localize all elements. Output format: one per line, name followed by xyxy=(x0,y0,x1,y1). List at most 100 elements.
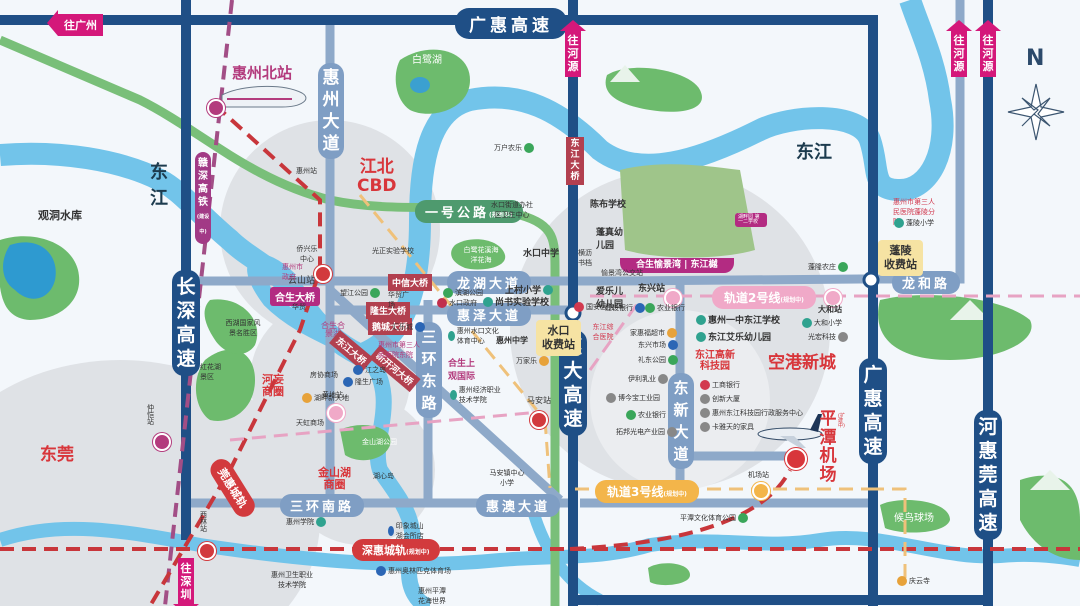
poi-shuikou-health: 水口街道办社区卫生中心 xyxy=(491,201,533,219)
road-sanhuan-south: 三环南路 xyxy=(280,494,365,517)
factory-icon xyxy=(658,374,668,384)
poi-aile2: 东江艾乐幼儿园 xyxy=(696,330,771,343)
park-icon xyxy=(738,513,748,523)
poi-binjiang-park: 滨湖公园 xyxy=(443,288,483,298)
poi-wanjia: 万家乐 xyxy=(516,356,549,366)
bridge-xincheng: 鹅城大桥 xyxy=(368,318,413,335)
poi-lidong-park: 礼东公园 xyxy=(638,355,678,365)
poi-dahe-school: 大和小学 xyxy=(802,318,842,328)
airport-icon xyxy=(785,448,807,470)
park-icon xyxy=(370,288,380,298)
poi-huizhou-school: 惠州学院 xyxy=(286,517,326,527)
poi-tuohao: 拓邦光电产业园 xyxy=(616,427,677,437)
station-icon-yunshan xyxy=(314,265,332,283)
park-icon xyxy=(668,355,678,365)
stadium-icon xyxy=(376,566,386,576)
road-longhu: 龙湖大道 xyxy=(447,271,532,294)
metro-line2: 轨道2号线(规划中) xyxy=(712,286,816,309)
bank-icon xyxy=(635,303,645,313)
station-maan: 马安站 xyxy=(527,396,551,405)
culture-icon xyxy=(448,331,455,341)
poi-jiajiafu: 家惠福超市 xyxy=(630,328,677,338)
poi-garden: 白鹭花溪海洋花海 xyxy=(463,246,499,264)
poi-dj-hosp: 东江综合医院 xyxy=(592,323,614,341)
station-icon-dahe xyxy=(824,289,842,307)
lake-bailuhu: 白鹭湖 xyxy=(412,55,442,66)
toll-shuikou: 水口收费站 xyxy=(536,320,581,356)
poi-flower: 惠州平潭花海世界 xyxy=(418,587,446,605)
area-dongguan: 东莞 xyxy=(40,445,74,465)
lake-hesheng: 合生合景湖 xyxy=(321,321,345,338)
station-airport: 机场站 xyxy=(748,471,769,479)
road-dongxin: 东新大道 xyxy=(668,373,694,469)
station-dongxing: 东兴站 xyxy=(638,284,666,294)
highway-guanghui-right: 广惠高速 xyxy=(859,358,887,464)
mall-icon xyxy=(388,526,394,536)
direction-to-heyuan-2: 往河源 xyxy=(946,20,972,77)
river-dongjiang-left: 东江 xyxy=(150,162,168,209)
poi-huacheng: 华贸 xyxy=(292,303,306,311)
poi-penglong-farm: 蓬隆农庄 xyxy=(808,262,848,272)
reservoir-guandong: 观洞水库 xyxy=(38,209,82,222)
poi-pingtan-sports: 平潭文化体育公园 xyxy=(680,513,748,523)
poi-yili: 伊利乳业 xyxy=(628,374,668,384)
poi-penglong-kg: 蓬真幼儿园 xyxy=(596,228,624,251)
poi-bus: 愉景湾公交站 xyxy=(601,269,643,277)
mall-icon xyxy=(343,377,353,387)
poi-wangjiang: 望江公园 xyxy=(340,288,380,298)
park-icon xyxy=(838,262,848,272)
road-sanhuan-east: 三环东路 xyxy=(416,322,442,418)
park-jinshanhu: 金山湖公园 xyxy=(362,438,397,446)
station-huizhou-north: 惠州北站 xyxy=(232,64,293,82)
poi-jiangzhidao: 江之岛 xyxy=(353,365,386,375)
building-icon xyxy=(700,394,710,404)
school-icon xyxy=(696,331,706,342)
shop-icon xyxy=(302,393,312,403)
poi-guangzheng: 光正实验学校 xyxy=(372,247,414,255)
poi-huasheng: 华贸广场 xyxy=(388,291,409,309)
island-huxin: 湖心岛 xyxy=(373,472,394,480)
compass-north-label: N xyxy=(1026,46,1045,71)
area-konggang: 空港新城 xyxy=(768,353,836,373)
poi-tianhong: 天虹商场 xyxy=(296,419,324,427)
poi-yintai: 印象城山湖会所店 xyxy=(388,521,428,541)
poi-longsheng-plaza: 隆生广场 xyxy=(343,377,383,387)
station-icon-maan xyxy=(530,411,548,429)
poi-shuikou-mid: 水口中学 xyxy=(523,249,560,259)
station-icon-huizhou-north xyxy=(207,99,225,117)
station-icon-zhongkai xyxy=(153,433,171,451)
poi-qingyun: 庆云寺 xyxy=(897,576,930,586)
poi-boli: 博今宝工业园 xyxy=(606,393,660,403)
airport-note: (扩建中) xyxy=(838,413,845,429)
poi-wanhu: 万户农乐 xyxy=(494,143,534,153)
poi-book: 横沥书档 xyxy=(578,249,592,267)
mall-icon xyxy=(353,365,363,375)
poi-ccb: 建设银行 xyxy=(605,303,645,313)
station-xilin: 西林站 xyxy=(200,511,207,533)
school-icon xyxy=(316,517,326,527)
area-jinshanhu: 金山湖商圈 xyxy=(318,466,351,492)
direction-to-heyuan-3: 往河源 xyxy=(975,20,1001,77)
station-zhongkai: 仲恺站 xyxy=(147,404,154,426)
direction-to-guangzhou: 往广州 xyxy=(47,10,103,36)
metro-line3: 轨道3号线(规划中) xyxy=(595,480,699,503)
mall-icon xyxy=(415,322,425,332)
station-icon-huangdi xyxy=(327,404,345,422)
government-icon xyxy=(437,298,447,308)
poi-huizhou-mid: 惠州中学 xyxy=(496,336,528,345)
factory-icon xyxy=(838,332,848,342)
golf-houniao: 候鸟球场 xyxy=(894,513,934,524)
area-pingtan-airport: 平潭机场 xyxy=(819,409,837,486)
river-dongjiang-right: 东江 xyxy=(796,142,832,163)
poi-guoan-hosp: 国安医院 xyxy=(574,302,614,312)
bridge-longsheng: 隆生大桥 xyxy=(366,302,411,319)
project-name[interactable]: 合生愉景湾 | 东江樾 xyxy=(620,258,734,273)
poi-chenbu-school: 陈布学校 xyxy=(590,200,627,210)
poi-honghua: 红花湖景区 xyxy=(200,363,221,381)
poi-gov: 惠州市政府 xyxy=(282,263,303,281)
poi-abc: 农业银行 xyxy=(645,303,685,313)
poi-chuangxin: 创新大厦 xyxy=(700,394,740,404)
school-icon xyxy=(802,318,812,328)
